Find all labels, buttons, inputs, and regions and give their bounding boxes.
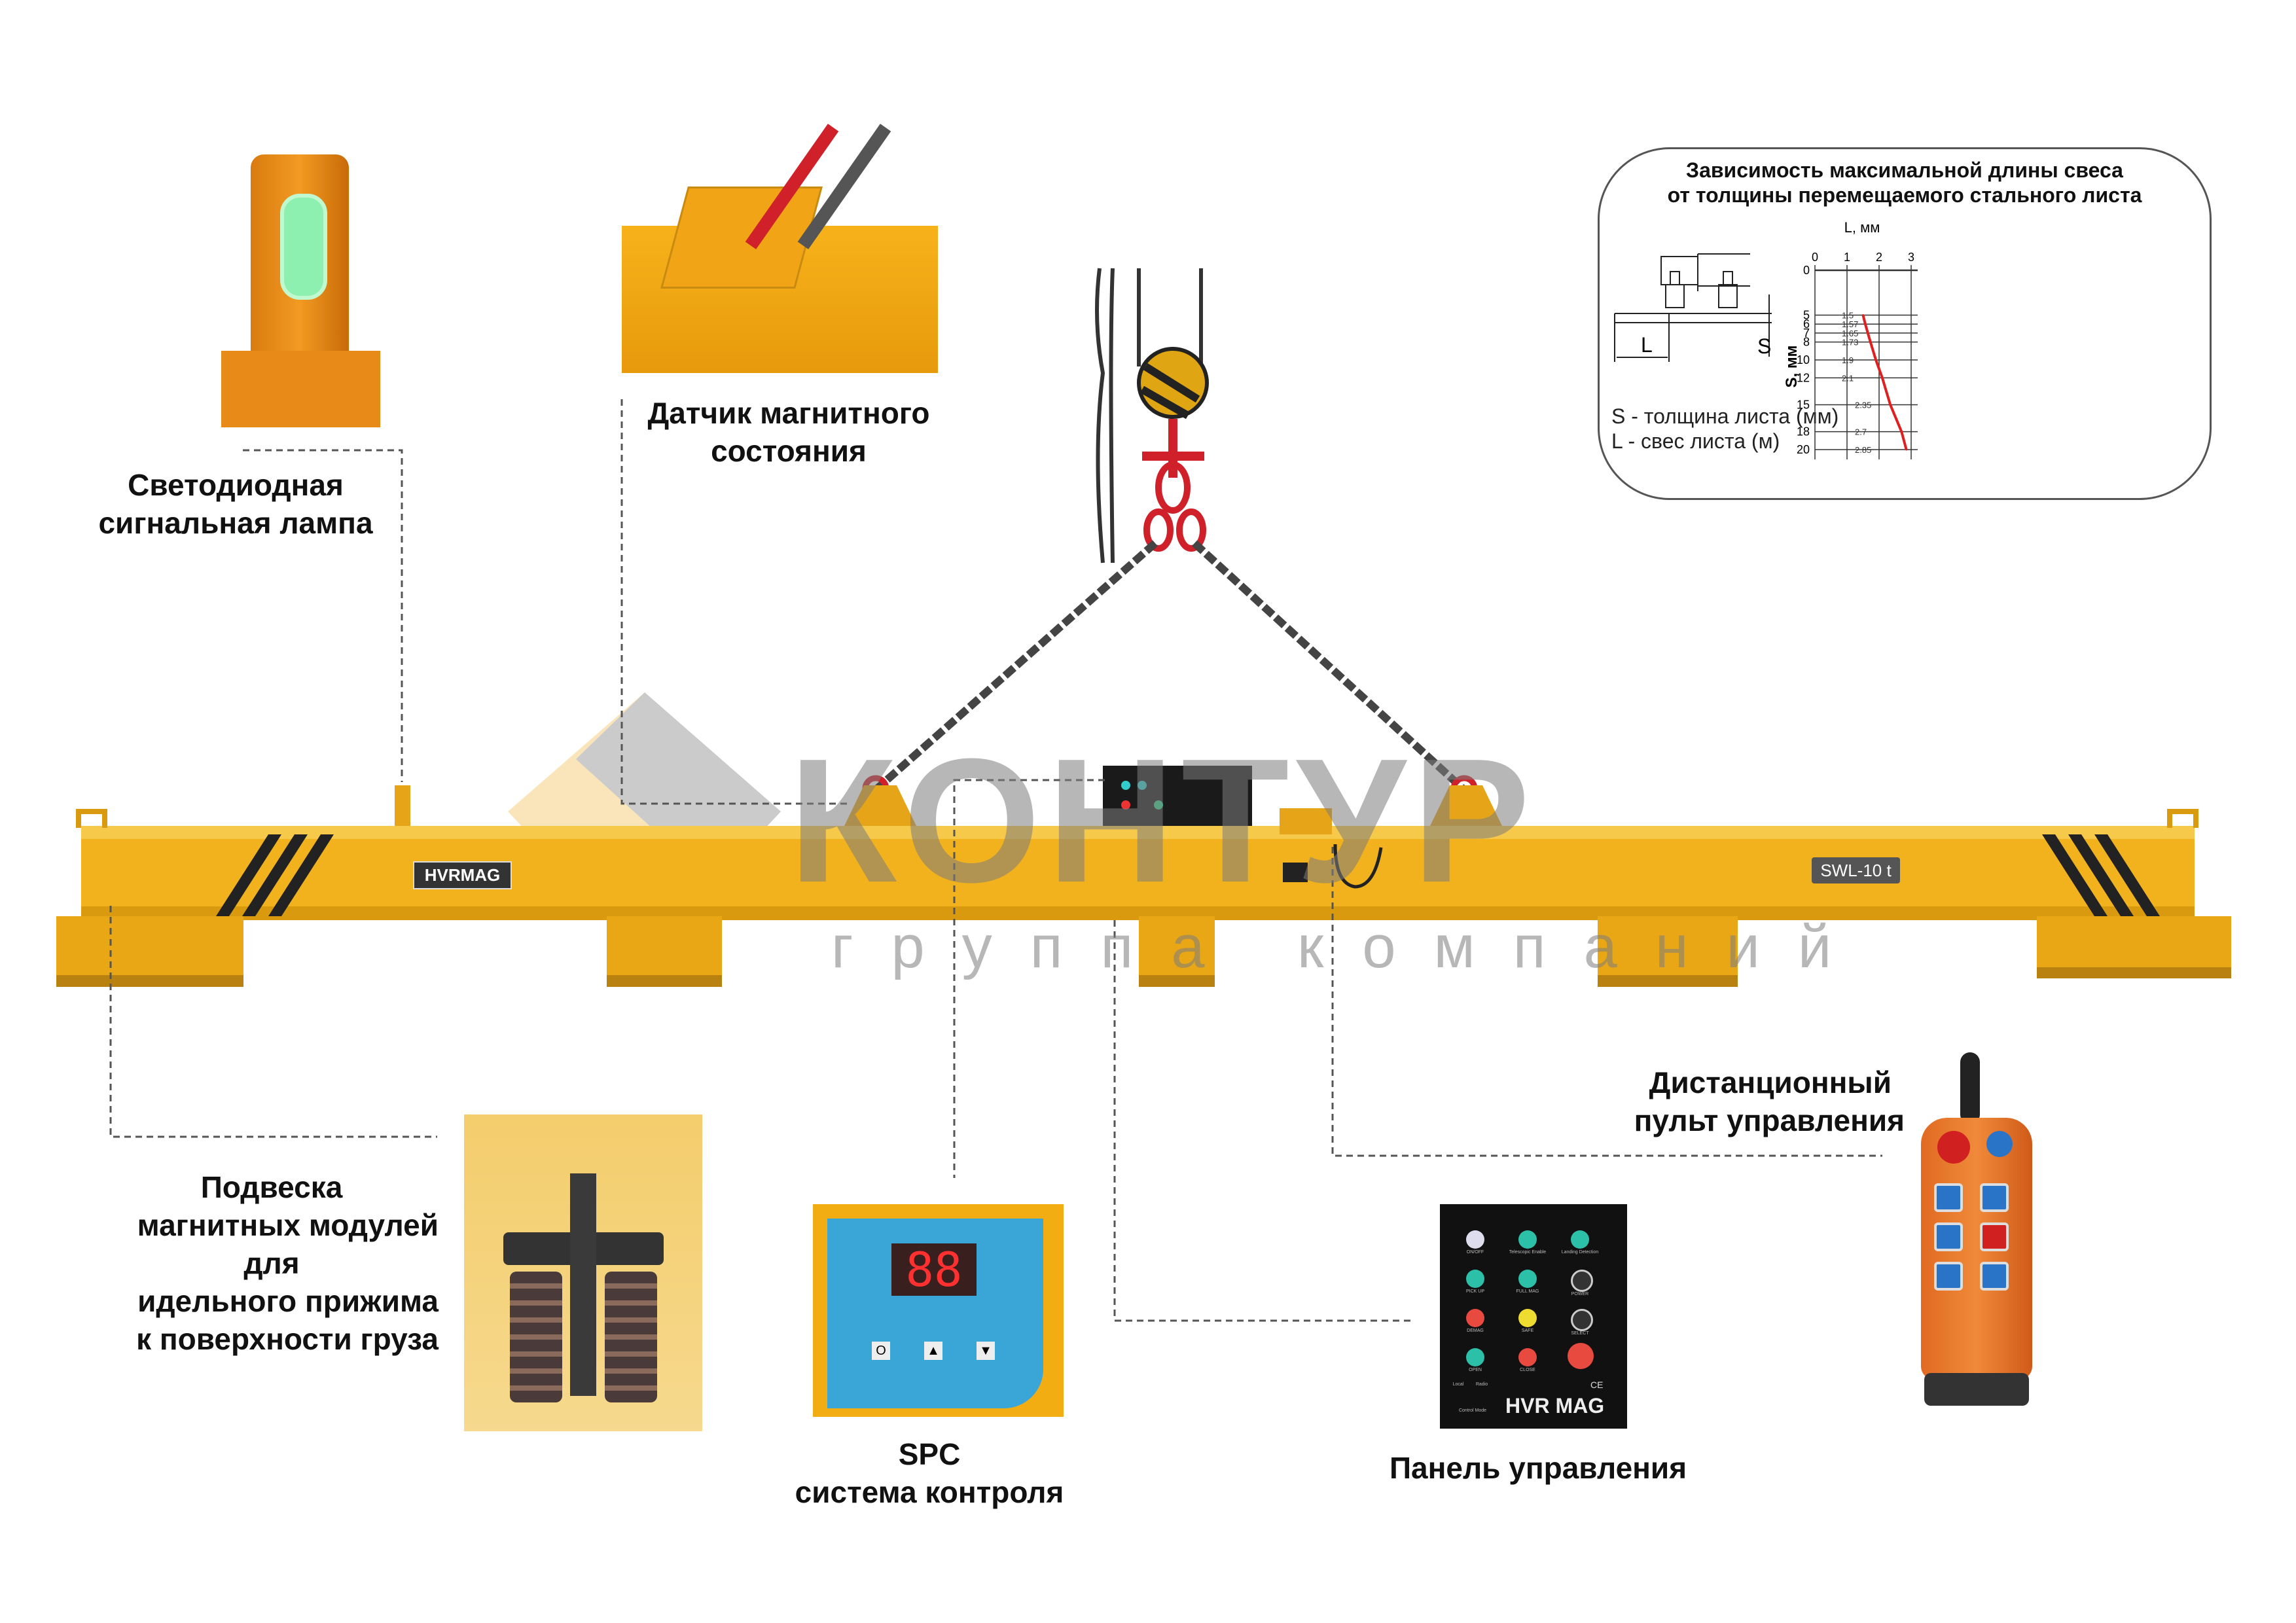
label-control-panel: Панель управления [1389, 1451, 1687, 1485]
inset-title-line1: Зависимость максимальной длины свеса [1686, 158, 2123, 182]
panel-label: ON/OFF [1466, 1250, 1484, 1255]
legend-l: L - свес листа (м) [1611, 429, 1780, 453]
power-knob-icon [1571, 1270, 1593, 1292]
panel-brand: HVR MAG [1505, 1394, 1605, 1418]
spc-button-up: ▲ [924, 1342, 942, 1360]
lifting-chains [874, 540, 1466, 792]
panel-label: Landing Detection [1561, 1250, 1599, 1255]
led-light-icon [280, 194, 327, 300]
select-knob-icon [1571, 1309, 1593, 1331]
panel-label: OPEN [1469, 1368, 1482, 1372]
label-suspension: Подвеска магнитных модулей для идельного… [136, 1170, 439, 1356]
panel-label: POWER [1571, 1292, 1589, 1296]
spc-display: 88 [891, 1243, 977, 1296]
crane-hook-icon [1137, 347, 1209, 552]
remote-photo [1914, 1052, 2039, 1421]
panel-label: SELECT [1571, 1331, 1589, 1336]
crane-cables [1095, 268, 1203, 563]
overhang-chart-inset: Зависимость максимальной длины свеса от … [1598, 147, 2212, 500]
legend-s: S - толщина листа (мм) [1611, 404, 1839, 428]
panel-label: CLOSE [1520, 1368, 1535, 1372]
emergency-stop-icon [1568, 1343, 1594, 1369]
panel-label: Control Mode [1458, 1408, 1487, 1413]
watermark-subtitle: группа компаний [831, 914, 1870, 980]
spc-button-down: ▼ [977, 1342, 995, 1360]
watermark-name: КОНТУР [789, 722, 1537, 919]
panel-label: PICK UP [1465, 1289, 1484, 1294]
warning-stripes [216, 834, 2160, 916]
control-panel-photo: ON/OFF Telescopic Enable Landing Detecti… [1440, 1204, 1627, 1429]
spc-photo: 88 O ▲ ▼ [813, 1204, 1064, 1417]
ce-mark: CE [1590, 1380, 1604, 1390]
spc-button-o: O [872, 1342, 890, 1360]
panel-label: FULL MAG [1516, 1289, 1539, 1294]
swl-badge: SWL-10 t [1812, 857, 1900, 883]
leader-lines [109, 399, 1882, 1322]
panel-label: Telescopic Enable [1509, 1250, 1547, 1255]
magnet-modules [56, 916, 2231, 987]
emergency-stop-icon [1937, 1131, 1970, 1164]
antenna-icon [1960, 1052, 1980, 1124]
magnetic-sensor-photo [622, 115, 938, 373]
brand-badge: HVRMAG [413, 861, 512, 889]
panel-label: Local [1452, 1382, 1464, 1387]
suspension-photo [464, 1115, 702, 1431]
inset-title-line2: от толщины перемещаемого стального листа [1667, 183, 2142, 207]
panel-label: Radio [1475, 1382, 1488, 1387]
panel-label: DEMAG [1467, 1329, 1484, 1333]
led-lamp-photo [221, 154, 380, 427]
panel-label: SAFE [1521, 1329, 1534, 1333]
